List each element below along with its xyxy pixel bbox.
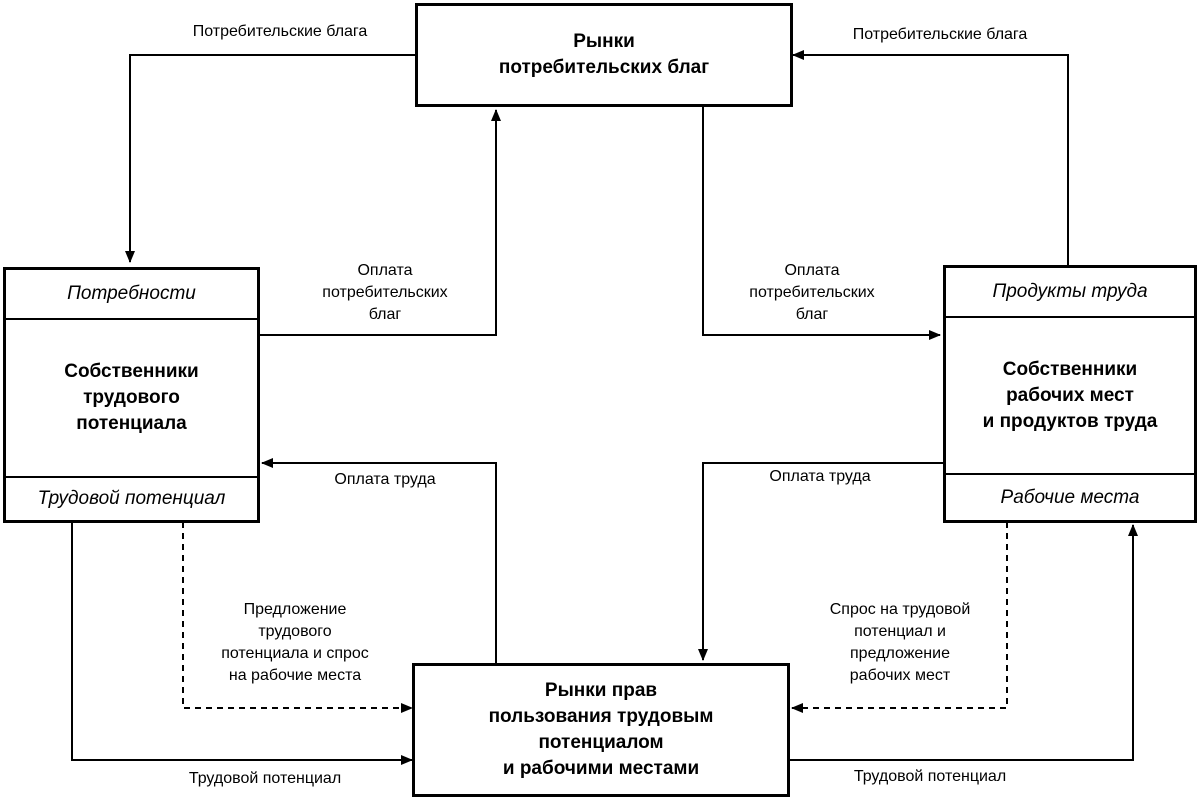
label-wages-left: Оплата труда: [334, 471, 436, 488]
label-goods-right: Потребительские блага: [852, 26, 1028, 43]
divider: [6, 318, 257, 320]
workplace-owners-box: Продукты труда Собственники рабочих мест…: [943, 265, 1197, 523]
arrow-labor-left: [71, 522, 413, 765]
workplace-owners-title: Собственники рабочих мест и продуктов тр…: [982, 358, 1158, 432]
consumer-goods-markets-title: Рынки потребительских благ: [498, 31, 710, 78]
arrow-payment-goods-left: [260, 109, 501, 336]
labor-owners-needs: Потребности: [67, 283, 196, 304]
label-supply-labor: Предложение трудового потенциала и спрос…: [221, 601, 369, 684]
consumer-goods-markets-box: Рынки потребительских благ: [415, 3, 793, 107]
label-labor-left: Трудовой потенциал: [188, 770, 342, 787]
arrow-payment-goods-right: [702, 107, 941, 340]
rights-markets-title: Рынки прав пользования трудовым потенциа…: [488, 680, 714, 779]
label-labor-right: Трудовой потенциал: [853, 768, 1007, 785]
arrow-labor-right: [790, 524, 1138, 761]
labor-owners-box: Потребности Собственники трудового потен…: [3, 267, 260, 523]
workplace-owners-products: Продукты труда: [992, 281, 1148, 302]
arrow-goods-from-workplace-owners: [792, 50, 1069, 265]
arrow-wages-left: [261, 458, 497, 663]
divider: [946, 316, 1194, 318]
labor-owners-labor-potential: Трудовой потенциал: [37, 488, 226, 509]
divider: [6, 476, 257, 478]
labor-owners-title: Собственники трудового потенциала: [64, 361, 199, 434]
label-wages-right: Оплата труда: [769, 468, 871, 485]
arrow-goods-to-labor-owners: [125, 54, 415, 263]
rights-markets-box: Рынки прав пользования трудовым потенциа…: [412, 663, 790, 797]
divider: [946, 473, 1194, 475]
label-demand-labor: Спрос на трудовой потенциал и предложени…: [829, 601, 971, 684]
label-payment-goods-left: Оплата потребительских благ: [322, 262, 448, 323]
arrow-wages-right: [698, 462, 943, 661]
workplace-owners-workplaces: Рабочие места: [1000, 486, 1140, 508]
label-payment-goods-right: Оплата потребительских благ: [749, 262, 875, 323]
label-goods-left: Потребительские блага: [192, 23, 368, 40]
